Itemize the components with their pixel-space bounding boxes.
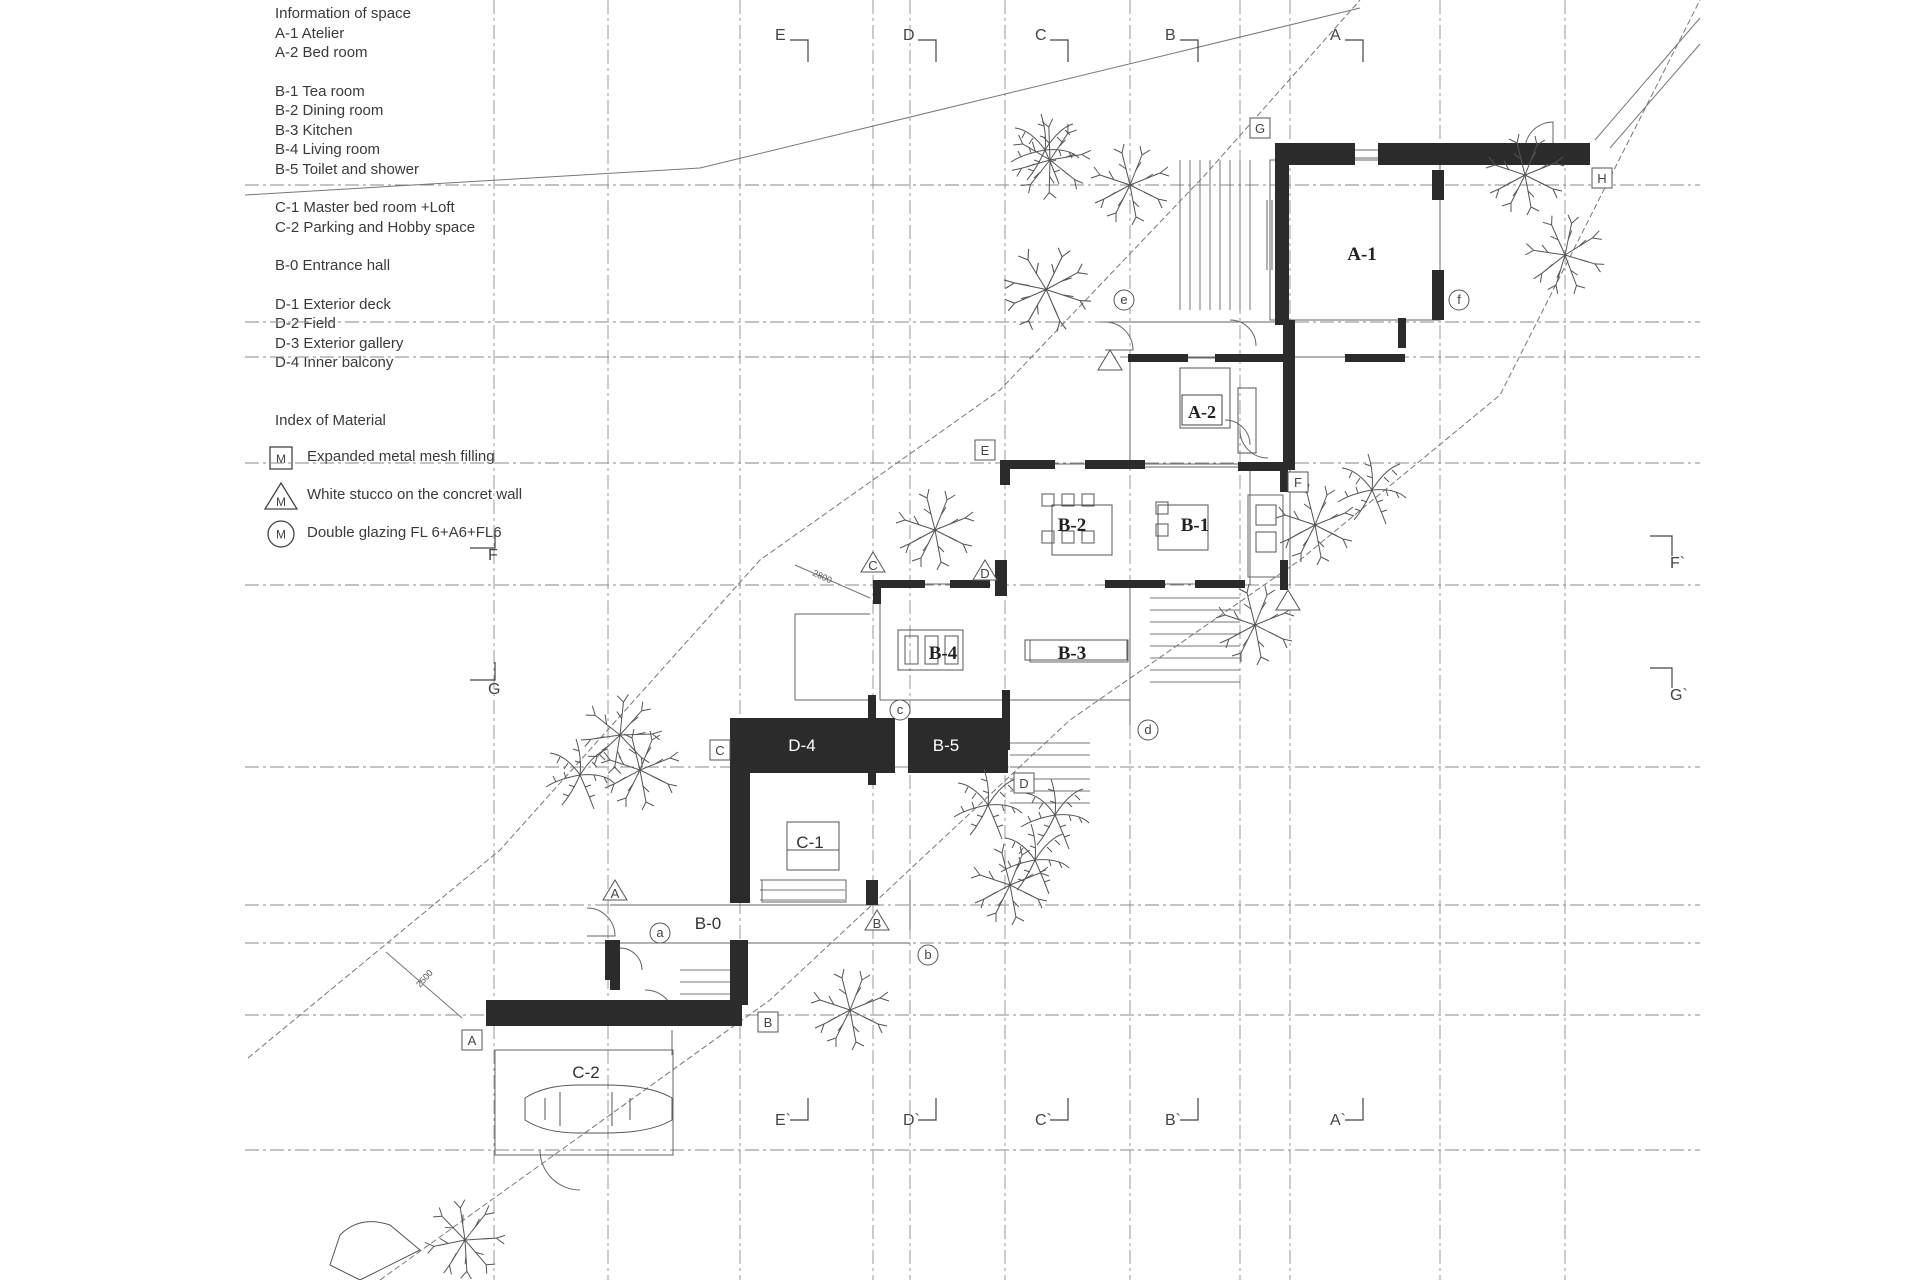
grid-tag: D bbox=[980, 566, 989, 581]
grid-tag: B bbox=[873, 916, 882, 931]
section-mark: F bbox=[488, 547, 498, 564]
room-label-b5: B-5 bbox=[933, 736, 959, 755]
section-mark: C` bbox=[1035, 1112, 1052, 1129]
section-mark: G` bbox=[1670, 687, 1688, 704]
grid-tag: f bbox=[1457, 292, 1461, 307]
grid-tag: A bbox=[468, 1033, 477, 1048]
room-label-a1: A-1 bbox=[1347, 244, 1377, 265]
grid-tag: D bbox=[1019, 776, 1028, 791]
legend-space: C-1 Master bed room +Loft bbox=[275, 199, 455, 216]
legend-space: A-2 Bed room bbox=[275, 44, 368, 61]
grid-tag: c bbox=[897, 702, 904, 717]
legend-space: D-3 Exterior gallery bbox=[275, 334, 404, 352]
room-label-b1: B-1 bbox=[1181, 515, 1210, 536]
grid-tag: a bbox=[656, 925, 664, 940]
material-row: M White stucco on the concret wall bbox=[263, 476, 523, 514]
material-row: M Double glazing FL 6+A6+FL6 bbox=[267, 514, 522, 552]
grid-tag: C bbox=[868, 558, 877, 573]
section-mark: E` bbox=[775, 1112, 791, 1129]
dimension-label: 2500 bbox=[414, 968, 435, 990]
section-mark: B` bbox=[1165, 1112, 1181, 1129]
room-label-b4: B-4 bbox=[929, 643, 958, 664]
section-mark: D` bbox=[903, 1112, 920, 1129]
room-label-b0: B-0 bbox=[695, 914, 721, 933]
section-mark: A` bbox=[1330, 1112, 1346, 1129]
legend-space: B-5 Toilet and shower bbox=[275, 160, 419, 178]
grid-tag: H bbox=[1597, 171, 1606, 186]
grid-tag: d bbox=[1144, 722, 1151, 737]
legend-space: A-1 Atelier bbox=[275, 24, 345, 42]
grid-tag: e bbox=[1120, 292, 1127, 307]
room-label-a2: A-2 bbox=[1188, 402, 1216, 422]
grid-tag: F bbox=[1294, 475, 1302, 490]
grid-tag: b bbox=[924, 947, 931, 962]
legend-space: D-2 Field bbox=[275, 315, 336, 332]
legend-space: B-4 Living room bbox=[275, 141, 381, 158]
legend-title: Information of space bbox=[275, 5, 411, 22]
svg-text:M: M bbox=[276, 452, 286, 466]
room-label-b3: B-3 bbox=[1058, 643, 1087, 664]
section-mark: E bbox=[775, 27, 786, 44]
material-label: White stucco on the concret wall bbox=[307, 486, 523, 503]
materials-title: Index of Material bbox=[275, 411, 386, 429]
legend-space: D-4 Inner balcony bbox=[275, 354, 394, 371]
material-label: Double glazing FL 6+A6+FL6 bbox=[307, 524, 502, 541]
dimension-label: 2800 bbox=[811, 568, 833, 586]
legend: Information of space A-1 Atelier A-2 Bed… bbox=[263, 4, 523, 552]
room-label-b2: B-2 bbox=[1058, 515, 1087, 536]
grid-tag: A bbox=[611, 886, 620, 901]
legend-space: B-0 Entrance hall bbox=[275, 257, 391, 274]
legend-space: D-1 Exterior deck bbox=[275, 295, 391, 313]
svg-text:M: M bbox=[276, 528, 286, 542]
svg-text:M: M bbox=[276, 495, 286, 509]
legend-space: B-3 Kitchen bbox=[275, 121, 353, 139]
room-label-d4: D-4 bbox=[788, 736, 815, 755]
material-label: Expanded metal mesh filling bbox=[307, 448, 495, 465]
legend-space: C-2 Parking and Hobby space bbox=[275, 218, 476, 236]
grid-tag: E bbox=[981, 443, 990, 458]
room-label-c2: C-2 bbox=[572, 1063, 599, 1082]
triangle-m-symbol: M bbox=[263, 481, 299, 510]
grid-tag: G bbox=[1255, 121, 1265, 136]
room-label-c1: C-1 bbox=[796, 833, 823, 852]
square-m-symbol: M bbox=[269, 446, 293, 470]
tree-icon bbox=[410, 111, 1611, 1280]
section-mark: C bbox=[1035, 27, 1047, 44]
legend-space: B-1 Tea room bbox=[275, 82, 365, 100]
material-row: M Expanded metal mesh filling bbox=[269, 438, 522, 476]
section-mark: D bbox=[903, 27, 915, 44]
circle-m-symbol: M bbox=[267, 520, 295, 548]
legend-space: B-2 Dining room bbox=[275, 102, 384, 119]
section-mark: A bbox=[1330, 27, 1341, 44]
section-mark: F` bbox=[1670, 555, 1685, 572]
section-mark: B bbox=[1165, 27, 1176, 44]
grid-tag: C bbox=[715, 743, 724, 758]
section-mark: G bbox=[488, 681, 500, 698]
grid-tag: B bbox=[764, 1015, 773, 1030]
